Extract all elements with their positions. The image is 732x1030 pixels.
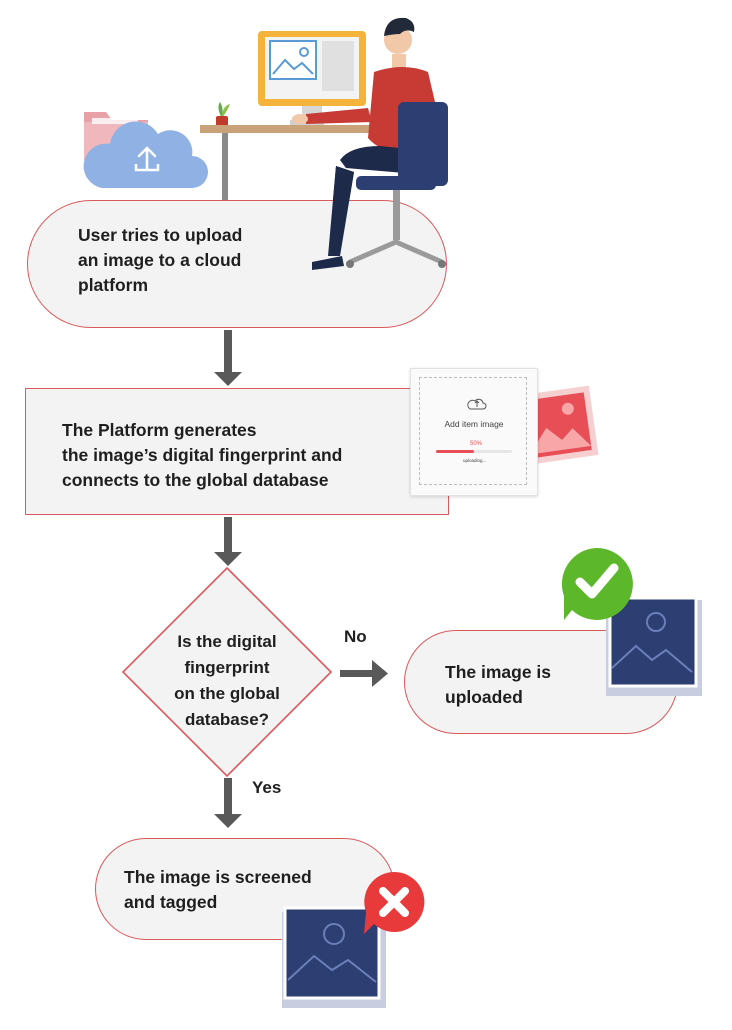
upload-card: Add item image 50% uploading... [410,368,538,496]
decision-node-text: Is the digital fingerprint on the global… [174,632,280,729]
upload-status: uploading... [463,458,487,463]
upload-dropzone [419,377,527,485]
process-node-text: The Platform generates the image’s digit… [62,420,343,490]
person-at-computer-illustration [83,17,448,270]
cloud-upload-icon [83,121,208,188]
no-label: No [344,627,367,646]
upload-percent: 50% [470,441,483,447]
office-chair-base [312,166,446,270]
upload-progress-track [436,450,512,453]
uploaded-node-text: The image is uploaded [445,662,552,707]
plant-icon [216,102,230,126]
upload-card-title: Add item image [444,419,504,429]
start-node-text: User tries to upload an image to a cloud… [78,225,243,295]
start-node [27,200,447,328]
cloud-upload-small-icon [467,398,487,410]
yes-label: Yes [252,778,282,797]
upload-progress-fill [436,450,474,453]
screened-node-text: The image is screened and tagged [124,867,312,912]
process-node [25,388,449,515]
monitor-icon [258,31,366,118]
